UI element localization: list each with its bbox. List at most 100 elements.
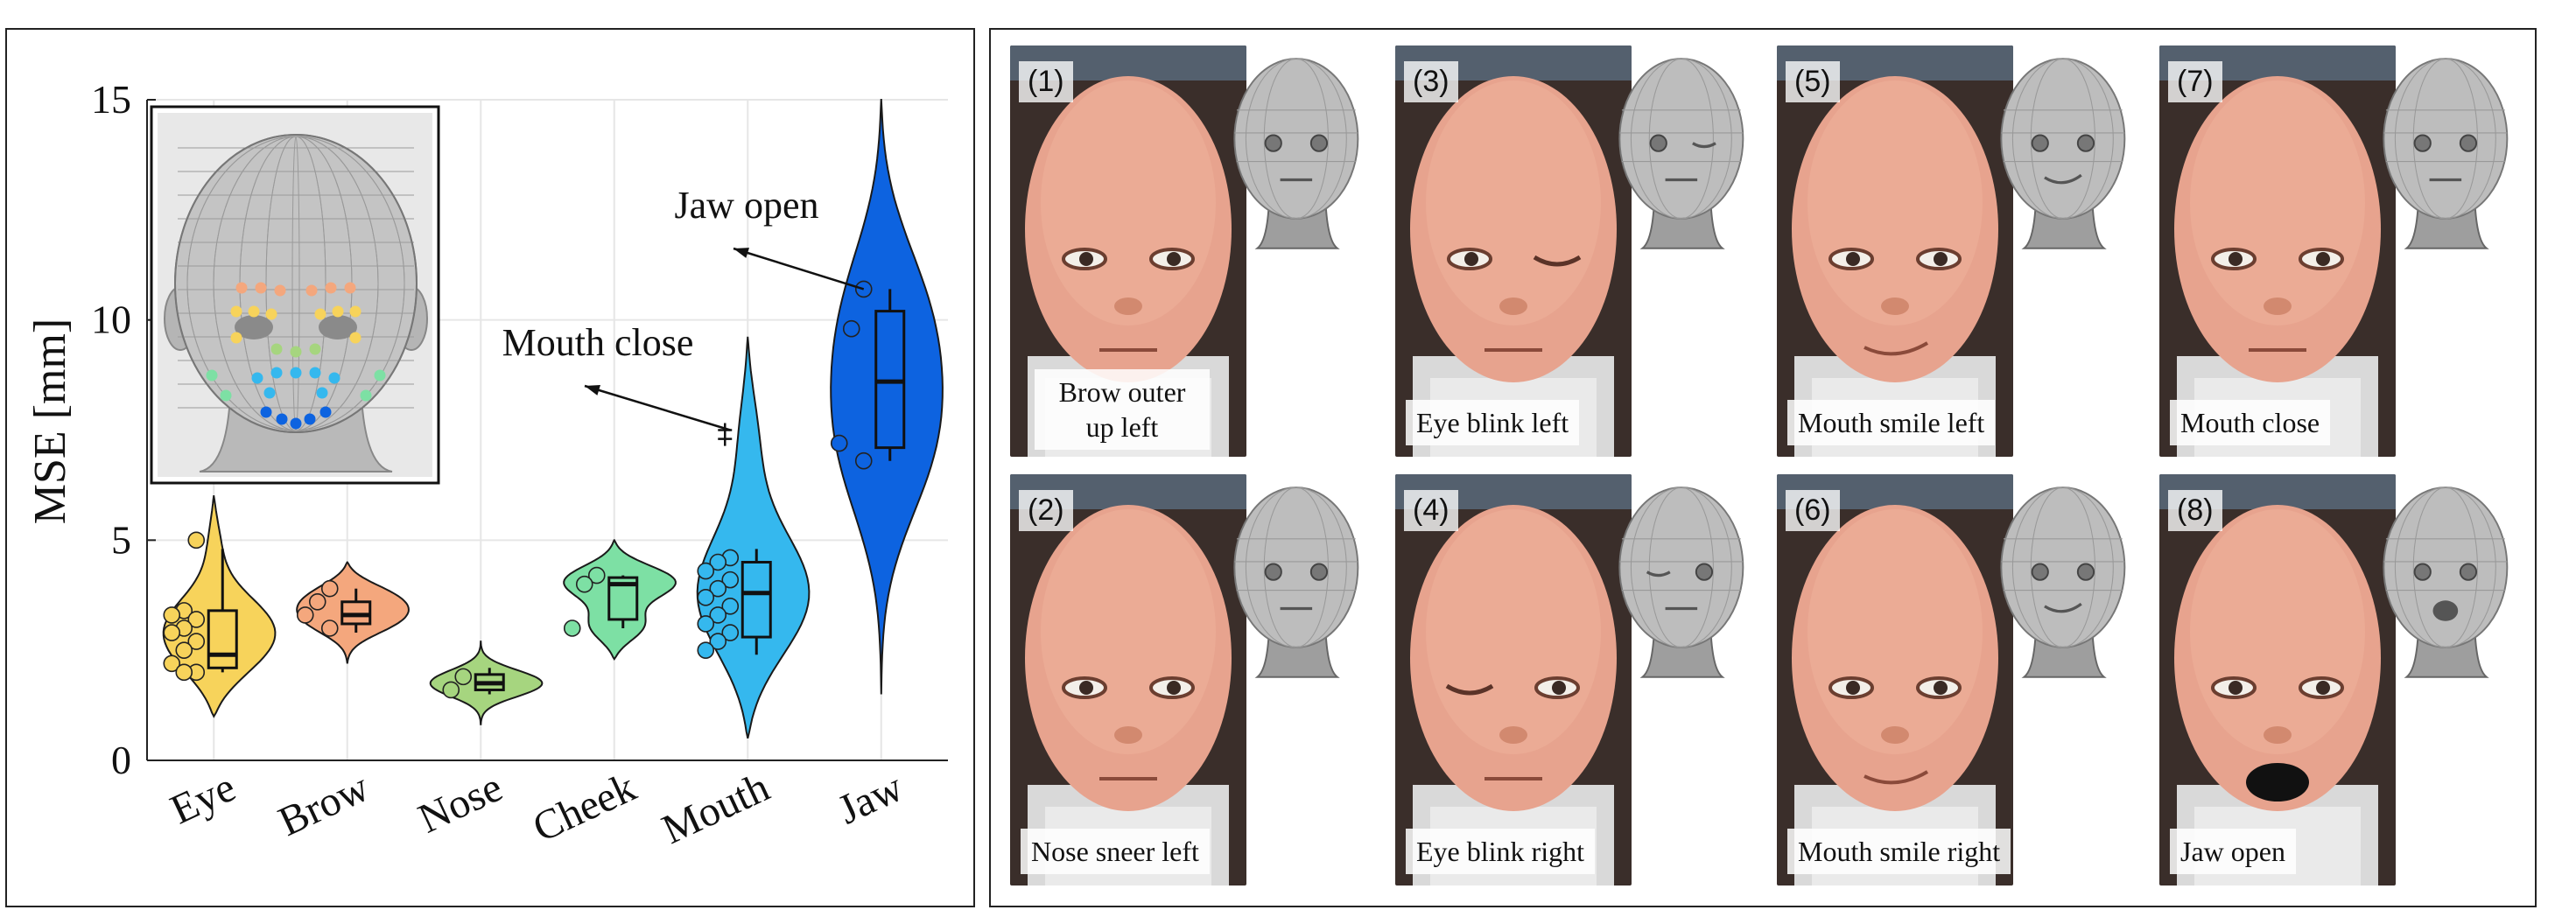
- data-point: [175, 663, 193, 682]
- expression-caption: Nose sneer left: [1021, 829, 1210, 874]
- robot-face-photo: (5): [1777, 46, 2013, 457]
- robot-face-photo: (6): [1777, 474, 2013, 886]
- expression-cell: (6) Mouth smile right: [1777, 474, 2131, 886]
- data-point: [308, 592, 326, 611]
- landmark-dot: [290, 367, 302, 379]
- annotation-arrowhead: [733, 248, 749, 258]
- mesh-head-render: [1233, 58, 1359, 249]
- y-tick-label: 0: [111, 738, 131, 782]
- landmark-dot: [374, 369, 386, 382]
- head-shape: [174, 134, 418, 433]
- y-tick-label: 10: [91, 298, 131, 342]
- annotation-arrow: [584, 384, 731, 431]
- robot-face-photo: (4): [1395, 474, 1632, 886]
- mesh-head-render: [1618, 486, 1744, 678]
- landmark-dot: [316, 387, 328, 399]
- landmark-dot: [235, 282, 248, 294]
- data-point: [187, 531, 206, 550]
- y-tick-label: 5: [111, 517, 131, 562]
- data-point: [163, 606, 181, 624]
- data-point: [563, 620, 581, 637]
- expression-number: (4): [1404, 490, 1458, 531]
- data-point: [587, 566, 606, 584]
- landmark-dot: [230, 332, 242, 344]
- expression-number: (6): [1786, 490, 1840, 531]
- data-point: [854, 452, 873, 470]
- landmark-dot: [270, 343, 283, 355]
- robot-face-photo: (7): [2159, 46, 2396, 457]
- data-point: [721, 598, 740, 615]
- expression-caption: Eye blink right: [1406, 829, 1595, 874]
- expression-caption: Mouth close: [2170, 400, 2331, 445]
- expression-number: (5): [1786, 61, 1840, 102]
- robot-face-illustration: [2159, 46, 2396, 457]
- box: [340, 600, 372, 626]
- expression-cell: (4) Eye blink right: [1395, 474, 1750, 886]
- landmark-dot: [255, 282, 267, 294]
- mesh-head-render: [2383, 486, 2509, 678]
- expression-number: (7): [2168, 61, 2222, 102]
- expression-cell: (8) Jaw open: [2159, 474, 2514, 886]
- landmark-dot: [274, 284, 286, 297]
- expression-number: (1): [1019, 61, 1073, 102]
- landmark-dot: [325, 282, 337, 294]
- data-point: [721, 570, 740, 589]
- box: [874, 310, 906, 450]
- annotation-arrow: [733, 247, 865, 290]
- y-axis-label: MSE [mm]: [25, 318, 75, 524]
- data-point: [454, 668, 473, 686]
- landmark-dot: [349, 305, 361, 318]
- landmark-dot: [251, 372, 263, 384]
- robot-face-illustration: [1010, 474, 1246, 886]
- expression-cell: (5) Mouth smile left: [1777, 46, 2131, 457]
- landmark-dot: [319, 406, 332, 418]
- landmark-dot: [270, 367, 283, 379]
- robot-face-illustration: [1395, 474, 1632, 886]
- x-tick-label: Mouth: [655, 764, 776, 853]
- box: [741, 561, 772, 639]
- x-tick-label: Brow: [271, 764, 376, 845]
- head-outline: [174, 134, 418, 433]
- data-point: [320, 579, 339, 598]
- landmark-dot: [290, 346, 302, 358]
- data-point: [697, 588, 715, 606]
- landmark-dot: [314, 308, 326, 320]
- landmark-dot: [309, 367, 321, 379]
- data-point: [830, 434, 848, 452]
- annotation-arrowhead: [585, 385, 600, 396]
- expression-number: (8): [2168, 490, 2222, 531]
- data-point: [163, 624, 181, 641]
- eye-right: [319, 315, 357, 340]
- inset-face-mesh: [150, 105, 440, 485]
- robot-face-illustration: [1777, 46, 2013, 457]
- data-point: [709, 553, 727, 571]
- expression-cell: (3) Eye blink left: [1395, 46, 1750, 457]
- data-point: [296, 606, 314, 624]
- expression-cell: (2) Nose sneer left: [1010, 474, 1365, 886]
- x-tick-label: Jaw: [831, 764, 909, 834]
- eye-left: [235, 315, 273, 340]
- robot-face-photo: (2): [1010, 474, 1246, 886]
- expression-grid-panel: (1) Brow outer up left: [989, 28, 2537, 907]
- data-point: [709, 633, 727, 650]
- violin-mouth: [696, 336, 811, 739]
- violin-eye: [162, 495, 277, 718]
- robot-face-illustration: [1777, 474, 2013, 886]
- landmark-dot: [344, 282, 356, 294]
- outlier-marker: [718, 431, 733, 446]
- landmark-dot: [332, 305, 344, 318]
- expression-caption: Eye blink left: [1406, 400, 1580, 445]
- data-point: [575, 575, 593, 593]
- robot-face-illustration: [1395, 46, 1632, 457]
- landmark-dot: [220, 389, 232, 402]
- data-point: [187, 611, 206, 628]
- landmark-dot: [328, 372, 340, 384]
- data-point: [187, 633, 206, 650]
- data-point: [697, 615, 715, 633]
- landmark-dot: [309, 343, 321, 355]
- x-tick-label: Eye: [164, 764, 242, 834]
- mesh-head-render: [2000, 486, 2126, 678]
- landmark-dot: [263, 387, 276, 399]
